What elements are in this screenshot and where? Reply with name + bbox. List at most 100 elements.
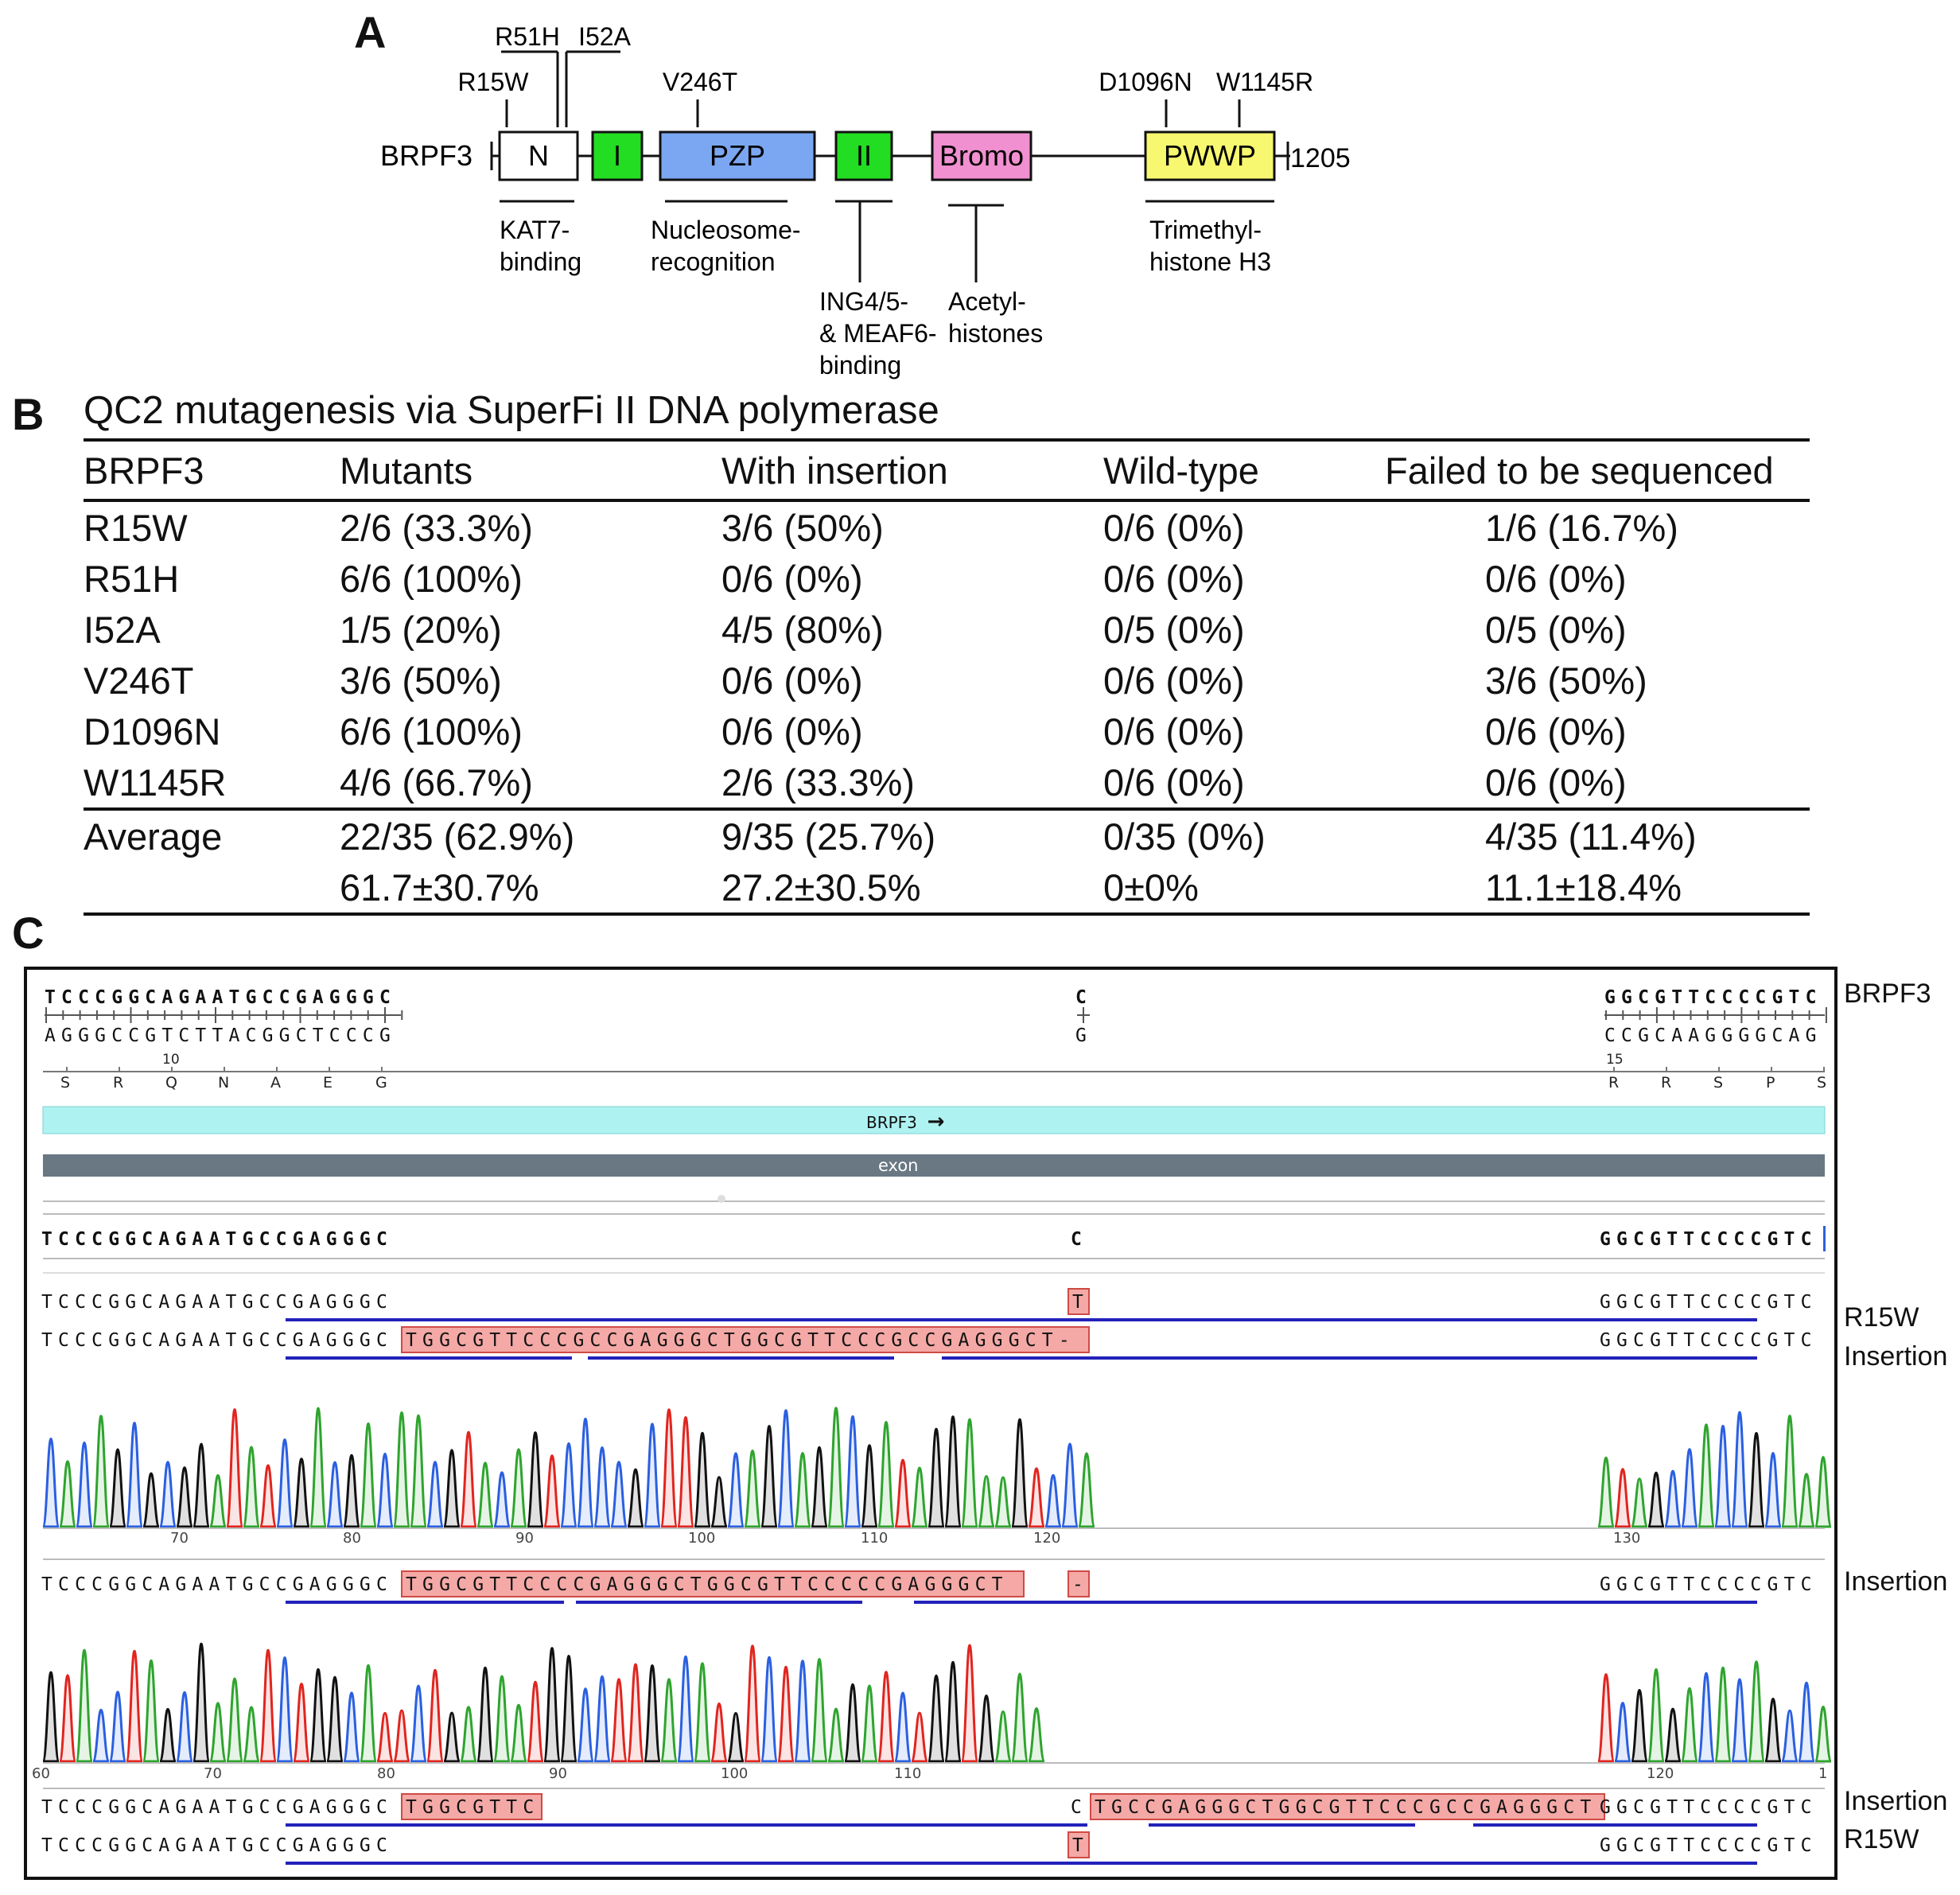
exon-track-label: exon xyxy=(878,1156,919,1175)
trace-peak xyxy=(877,1671,896,1763)
trace-peak xyxy=(259,1648,278,1763)
trace-peak xyxy=(977,1694,996,1763)
trace-peak xyxy=(392,1411,411,1528)
trace-peak xyxy=(75,1648,94,1763)
trace-peak xyxy=(192,1442,211,1528)
mutation-d1096n: D1096N xyxy=(1099,68,1192,96)
trace-peak xyxy=(476,1666,495,1763)
cell: 4/5 (80%) xyxy=(721,608,884,651)
trace-peak xyxy=(1797,1473,1816,1528)
divider xyxy=(43,1213,1825,1215)
trace-peak xyxy=(142,1472,161,1528)
read3-insertion: TGGCGTTCCCCGAGGGCTGGCGTTCCCCCGAGGGCT xyxy=(406,1574,1009,1595)
read5-right: GGCGTTCCCCGTC xyxy=(1600,1835,1818,1856)
read4-right: GGCGTTCCCCGTC xyxy=(1600,1797,1818,1818)
cell: 0/6 (0%) xyxy=(1103,659,1245,702)
trace-peak xyxy=(1613,1468,1632,1528)
cell: 61.7±30.7% xyxy=(340,862,721,916)
trace-peak xyxy=(492,1675,511,1763)
row-label-insertion: Insertion xyxy=(1844,1341,1948,1372)
trace-peak xyxy=(459,1706,478,1763)
read3-right: GGCGTTCCCCGTC xyxy=(1600,1574,1818,1595)
trace-peak xyxy=(1647,1667,1666,1763)
cell: 3/6 (50%) xyxy=(340,659,502,702)
trace-peak xyxy=(793,1452,812,1528)
trace-peak xyxy=(1747,1660,1766,1763)
cell: 1/6 (16.7%) xyxy=(1485,506,1678,549)
trace-peak xyxy=(1730,1411,1749,1528)
text-cursor xyxy=(1823,1226,1826,1251)
domain-ii xyxy=(834,130,893,181)
trace-peak xyxy=(1730,1678,1749,1763)
aa-letter: S xyxy=(1817,1074,1827,1091)
table-caption: QC2 mutagenesis via SuperFi II DNA polym… xyxy=(84,389,939,432)
function-trimethyl: Trimethyl- histone H3 xyxy=(1149,216,1271,276)
trace-tick-label: 100 xyxy=(721,1765,749,1782)
row-label-brpf3: BRPF3 xyxy=(1844,979,1931,1009)
trace-peak xyxy=(609,1678,628,1763)
trace-peak xyxy=(309,1667,328,1763)
trace-peak xyxy=(342,1691,361,1763)
trace-peak xyxy=(576,1687,595,1763)
trace-peak xyxy=(526,1431,545,1528)
read1-mismatch-box xyxy=(1068,1288,1090,1315)
divider xyxy=(43,1258,1825,1259)
cell: 2/6 (33.3%) xyxy=(340,506,533,549)
trace-peak xyxy=(626,1663,645,1763)
trace-peak xyxy=(843,1414,862,1528)
trace-peak xyxy=(810,1658,829,1763)
splitter-handle[interactable] xyxy=(718,1195,725,1203)
trace-peak xyxy=(442,1449,461,1528)
trace-peak xyxy=(760,1425,779,1528)
trace-peak xyxy=(743,1449,762,1528)
trace-peak xyxy=(158,1707,177,1763)
trace-peak xyxy=(392,1709,411,1763)
trace-peak xyxy=(977,1475,996,1528)
trace-peak xyxy=(826,1407,846,1528)
trace-peak xyxy=(1596,1673,1616,1763)
read1-mid: T xyxy=(1072,1292,1090,1313)
domain-n-label: N xyxy=(528,139,549,172)
domain-pzp-label: PZP xyxy=(710,139,765,172)
read2-coverage xyxy=(286,1356,572,1360)
trace-peak xyxy=(1027,1467,1046,1528)
trace-peak xyxy=(75,1441,94,1528)
trace-tick-label: 110 xyxy=(894,1765,922,1782)
trace-peak xyxy=(726,1452,745,1528)
read4-coverage xyxy=(1149,1823,1415,1827)
trace-peak xyxy=(994,1476,1013,1528)
cell: 0/35 (0%) xyxy=(1103,807,1385,862)
trace-peak xyxy=(710,1702,729,1763)
gene-track xyxy=(42,1106,1826,1134)
trace-peak xyxy=(776,1409,795,1528)
read1-left: TCCCGGCAGAATGCCGAGGGC xyxy=(41,1292,393,1313)
read5-left: TCCCGGCAGAATGCCGAGGGC xyxy=(41,1835,393,1856)
divider xyxy=(43,1200,1825,1202)
cell: 4/6 (66.7%) xyxy=(340,761,533,804)
trace-peak xyxy=(309,1407,328,1528)
trace-peak xyxy=(843,1683,862,1763)
trace-peak xyxy=(693,1431,712,1528)
trace-peak xyxy=(726,1711,745,1763)
aa-letter: R xyxy=(113,1074,124,1091)
trace-peak xyxy=(125,1422,144,1528)
trace-peak xyxy=(325,1461,344,1528)
panel-a-letter: A xyxy=(354,7,387,57)
cell: D1096N xyxy=(84,710,221,753)
cell: 0/6 (0%) xyxy=(1103,761,1245,804)
consensus-right: GGCGTTCCCCGTC xyxy=(1600,1229,1818,1250)
read5-coverage xyxy=(286,1862,1757,1865)
aa-letter: S xyxy=(60,1074,71,1091)
trace-peak xyxy=(1713,1666,1732,1763)
read2-coverage xyxy=(942,1356,1757,1360)
trace-peak xyxy=(442,1711,461,1763)
trace-peak xyxy=(793,1660,812,1763)
trace-peak xyxy=(760,1656,779,1763)
trace-peak xyxy=(1630,1688,1649,1763)
trace-peak xyxy=(175,1691,194,1763)
trace-tick-label: 70 xyxy=(170,1530,189,1547)
trace-peak xyxy=(459,1430,478,1528)
trace-peak xyxy=(509,1703,528,1763)
trace-peak xyxy=(1697,1671,1716,1763)
header-failed: Failed to be sequenced xyxy=(1385,449,1774,492)
